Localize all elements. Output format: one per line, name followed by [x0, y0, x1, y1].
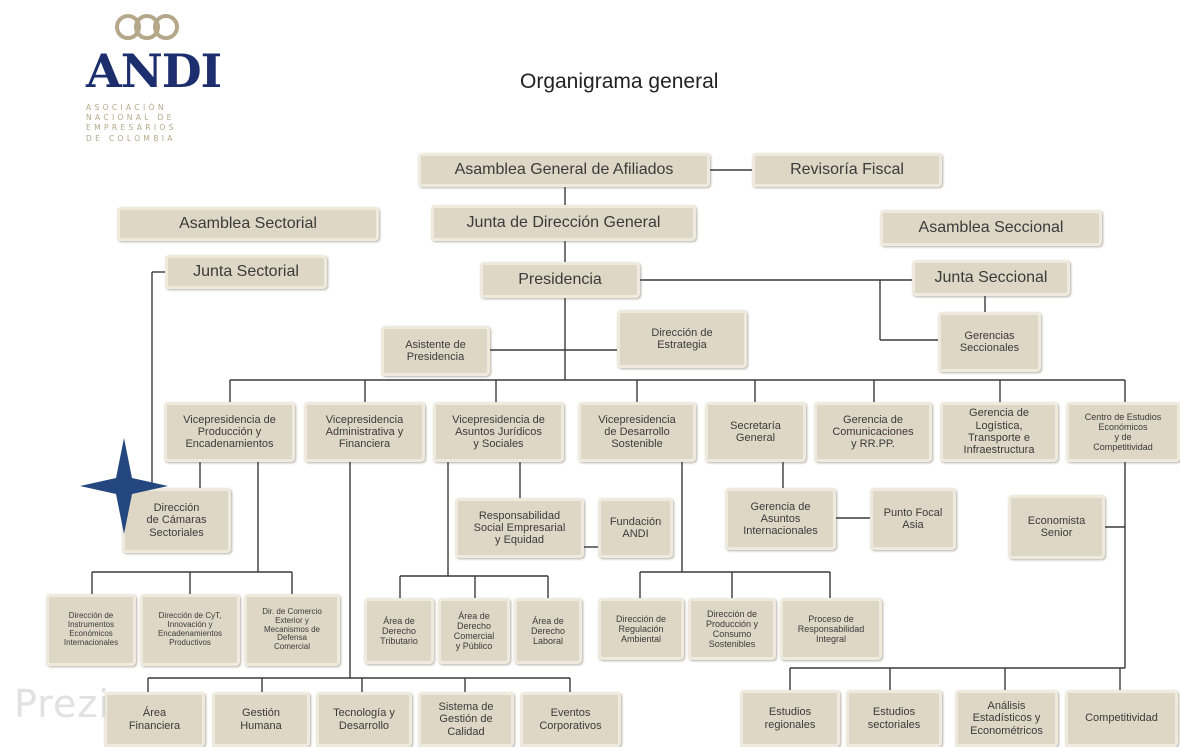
node-asamblea-seccional: Asamblea Seccional: [880, 210, 1102, 246]
node-economista-senior: Economista Senior: [1008, 495, 1105, 559]
node-asamblea-afiliados: Asamblea General de Afiliados: [418, 153, 710, 187]
node-gestion-humana: Gestión Humana: [212, 692, 310, 747]
node-vp-produccion: Vicepresidencia de Producción y Encadena…: [164, 402, 295, 462]
logo-subtitle: ASOCIACIÓN NACIONAL DE EMPRESARIOS DE CO…: [86, 103, 177, 143]
node-vp-juridicos: Vicepresidencia de Asuntos Jurídicos y S…: [433, 402, 564, 462]
node-eventos-corporativos: Eventos Corporativos: [520, 692, 621, 747]
node-gerencias-seccionales: Gerencias Seccionales: [938, 312, 1041, 372]
node-estudios-sectoriales: Estudios sectoriales: [846, 690, 942, 747]
node-vp-administrativa: Vicepresidencia Administrativa y Financi…: [304, 402, 425, 462]
node-instrumentos-economicos: Dirección de Instrumentos Económicos Int…: [46, 594, 136, 666]
andi-logo: ANDI ASOCIACIÓN NACIONAL DE EMPRESARIOS …: [86, 10, 222, 160]
node-fundacion-andi: Fundación ANDI: [598, 498, 673, 558]
node-punto-focal-asia: Punto Focal Asia: [870, 488, 956, 550]
node-junta-seccional: Junta Seccional: [912, 260, 1070, 296]
node-tecnologia-desarrollo: Tecnología y Desarrollo: [316, 692, 412, 747]
logo-name: ANDI: [86, 44, 222, 98]
star-cursor-icon: [80, 438, 168, 534]
page-title: Organigrama general: [520, 70, 719, 93]
node-proceso-responsabilidad: Proceso de Responsabilidad Integral: [780, 598, 882, 660]
node-presidencia: Presidencia: [480, 262, 640, 298]
node-derecho-comercial: Área de Derecho Comercial y Público: [438, 598, 510, 664]
node-regulacion-ambiental: Dirección de Regulación Ambiental: [598, 598, 684, 660]
node-direccion-cyt: Dirección de CyT, Innovación y Encadenam…: [140, 594, 240, 666]
node-revisoria-fiscal: Revisoría Fiscal: [752, 153, 942, 187]
node-secretaria-general: Secretaría General: [705, 402, 806, 462]
node-gerencia-comunicaciones: Gerencia de Comunicaciones y RR.PP.: [814, 402, 932, 462]
node-produccion-consumo: Dirección de Producción y Consumo Sosten…: [688, 598, 776, 660]
node-estudios-regionales: Estudios regionales: [740, 690, 840, 747]
logo-rings-icon: [115, 14, 179, 40]
node-centro-estudios: Centro de Estudios Económicos y de Compe…: [1066, 402, 1180, 462]
node-sistema-calidad: Sistema de Gestión de Calidad: [418, 692, 514, 747]
node-competitividad: Competitividad: [1065, 690, 1178, 747]
node-analisis-estadisticos: Análisis Estadísticos y Econométricos: [955, 690, 1058, 747]
node-vp-desarrollo: Vicepresidencia de Desarrollo Sostenible: [578, 402, 696, 462]
node-comercio-exterior: Dir. de Comercio Exterior y Mecanismos d…: [244, 594, 340, 666]
node-direccion-estrategia: Dirección de Estrategia: [617, 310, 747, 368]
node-asuntos-internacionales: Gerencia de Asuntos Internacionales: [725, 488, 836, 550]
node-asamblea-sectorial: Asamblea Sectorial: [117, 207, 379, 241]
node-camaras-sectoriales: Dirección de Cámaras Sectoriales: [122, 488, 231, 553]
prezi-watermark: Prezi: [14, 682, 110, 726]
node-junta-direccion: Junta de Dirección General: [431, 205, 696, 241]
node-area-financiera: Área Financiera: [104, 692, 205, 747]
node-derecho-laboral: Área de Derecho Laboral: [514, 598, 582, 664]
node-junta-sectorial: Junta Sectorial: [165, 255, 327, 289]
node-derecho-tributario: Área de Derecho Tributario: [364, 598, 434, 664]
node-responsabilidad-social: Responsabilidad Social Empresarial y Equ…: [455, 498, 584, 558]
node-asistente-presidencia: Asistente de Presidencia: [381, 326, 490, 376]
node-gerencia-logistica: Gerencia de Logística, Transporte e Infr…: [940, 402, 1058, 462]
